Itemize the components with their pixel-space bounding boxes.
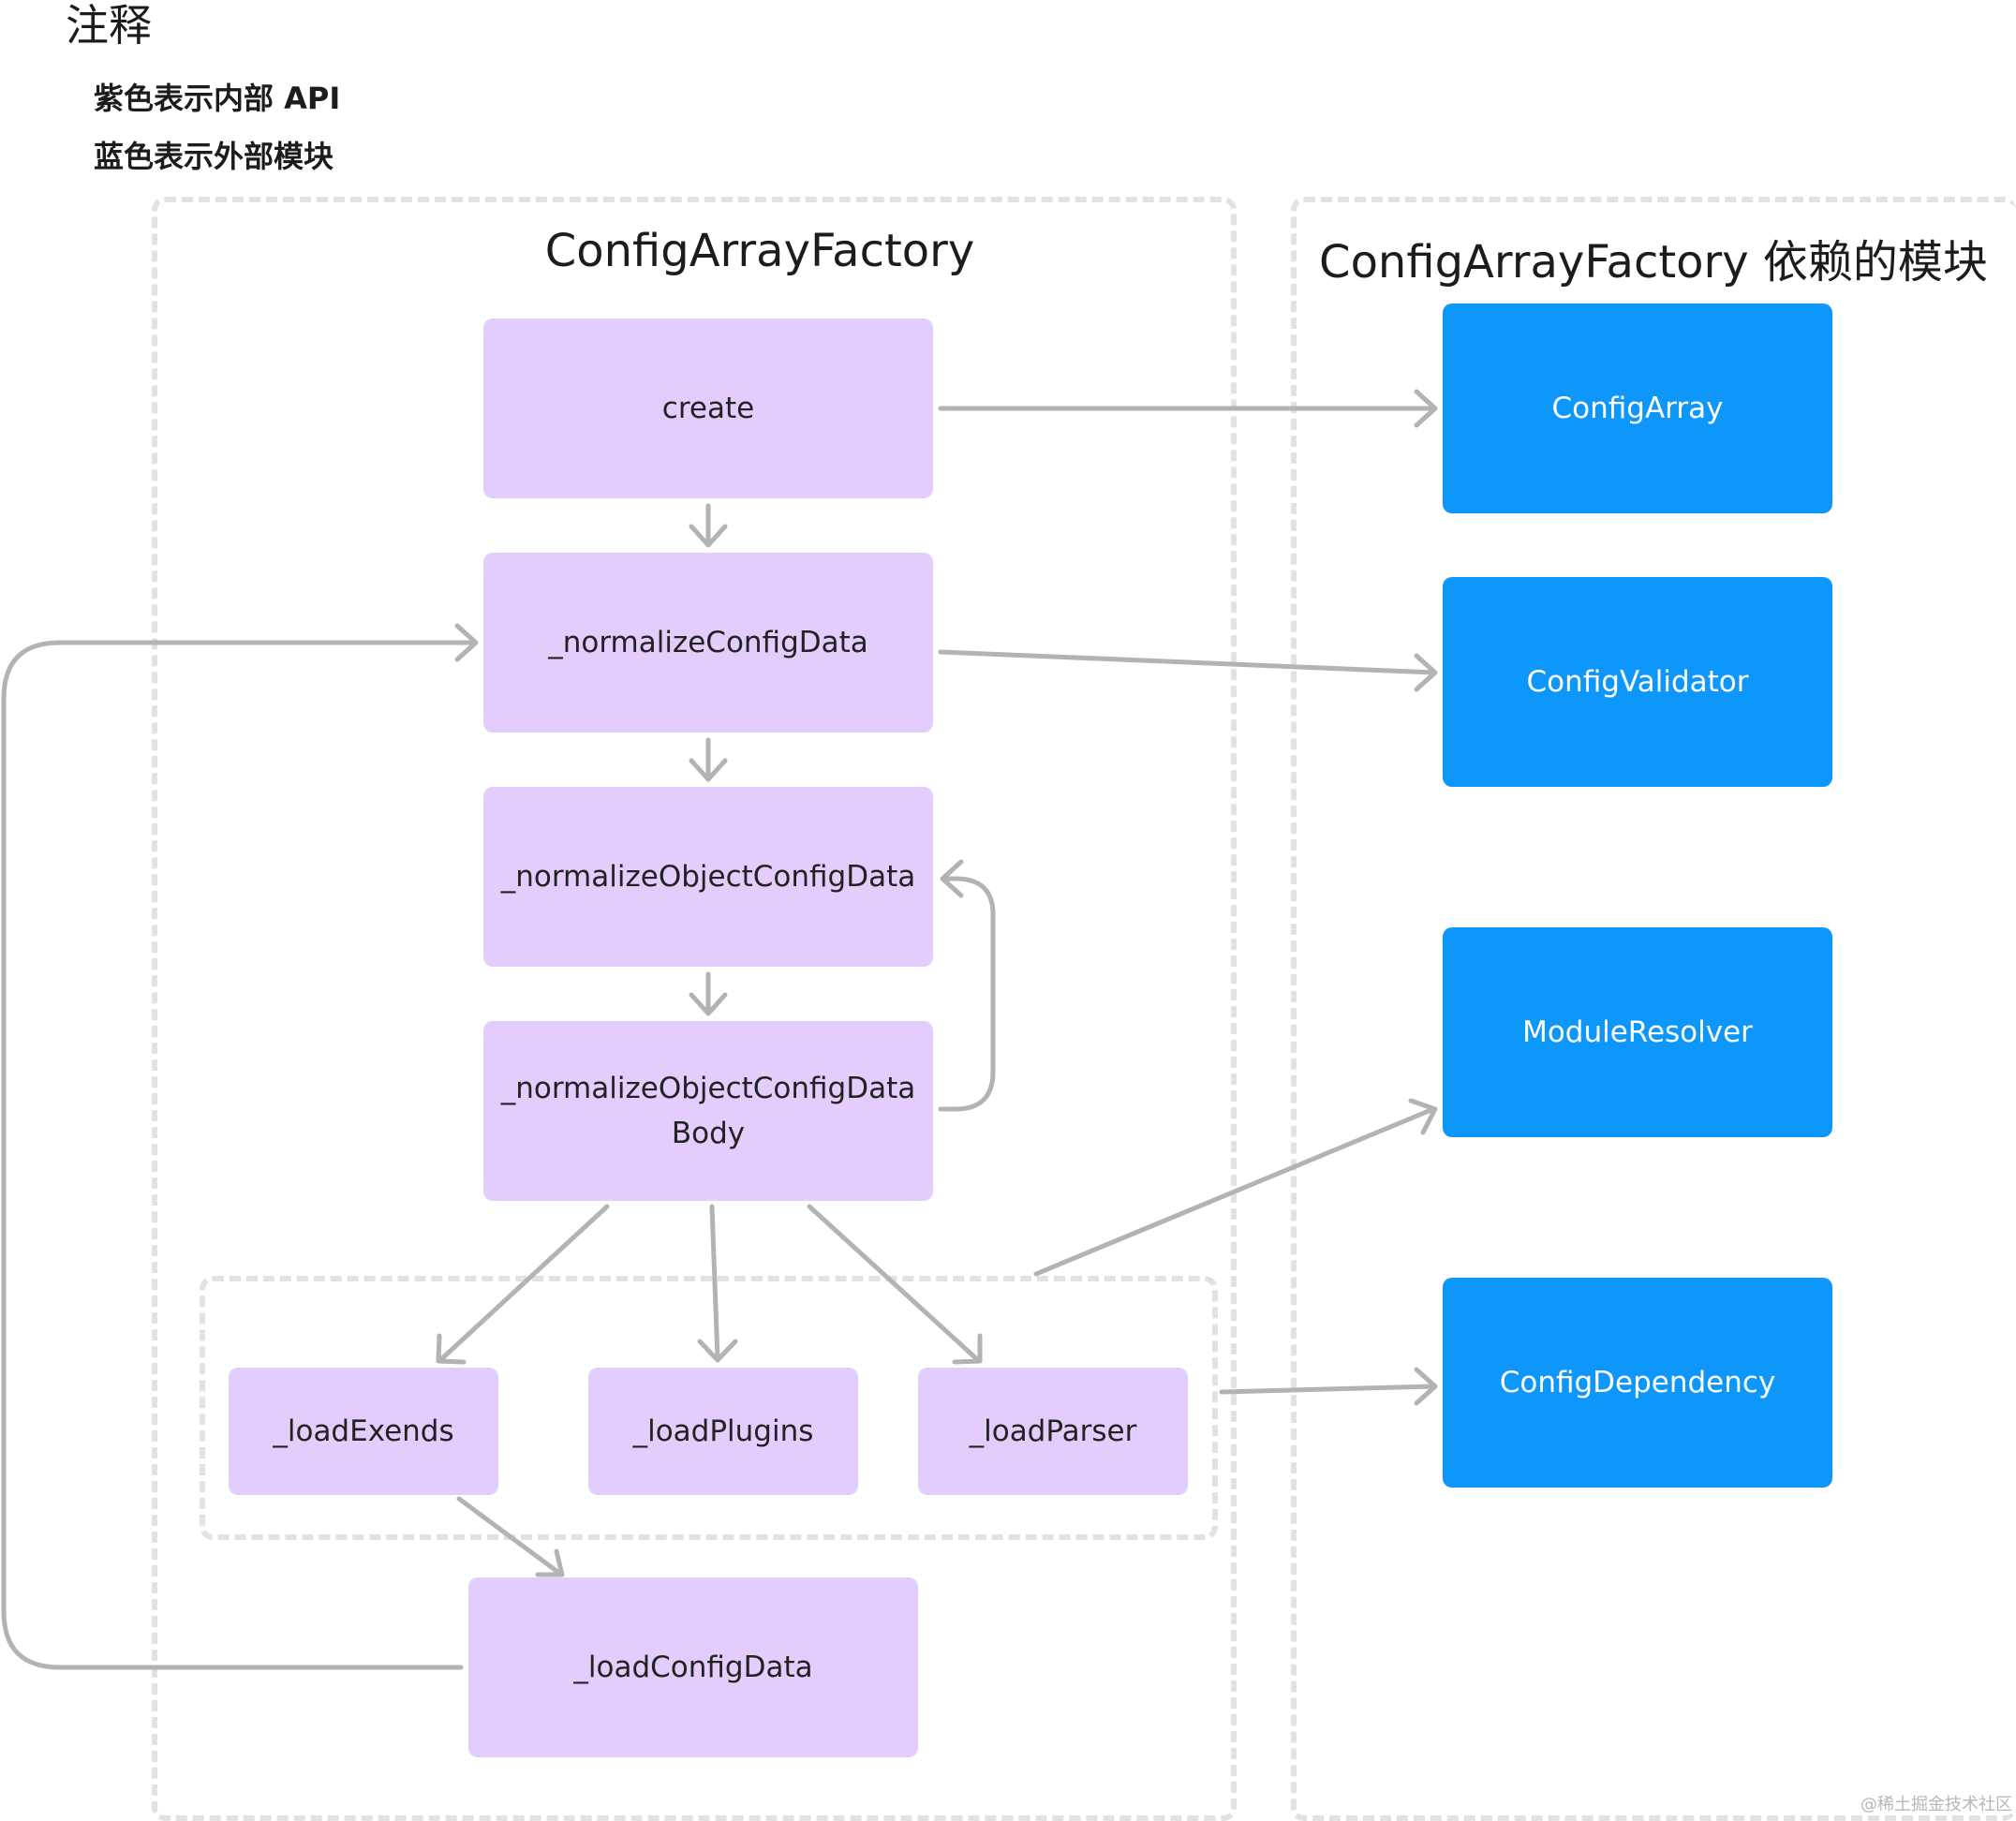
legend-internal-label: 紫色表示内部 API xyxy=(94,81,341,116)
edge-load-config-data-to-normalize xyxy=(1,640,477,1670)
edge-body-to-load-plugins xyxy=(709,1204,720,1361)
legend-title: 注释 xyxy=(66,0,152,51)
node-normalize-object-config-data-body[interactable]: _normalizeObjectConfigData Body xyxy=(483,1021,933,1201)
node-module-resolver[interactable]: ModuleResolver xyxy=(1443,927,1832,1137)
edge-normalize-to-config-validator xyxy=(938,649,1436,675)
edge-load-exends-to-load-config-data xyxy=(456,1496,563,1577)
node-load-parser[interactable]: _loadParser xyxy=(918,1368,1188,1495)
edge-load-config-data-to-normalize-head xyxy=(454,623,479,662)
node-load-plugins[interactable]: _loadPlugins xyxy=(588,1368,858,1495)
edge-body-to-load-parser xyxy=(807,1204,981,1363)
factory-frame-title: ConfigArrayFactory xyxy=(544,225,975,277)
edge-body-loop-to-object xyxy=(938,876,996,1112)
node-config-dependency[interactable]: ConfigDependency xyxy=(1443,1278,1832,1488)
edge-body-loop-to-object-head xyxy=(940,859,964,898)
watermark: @稀土掘金技术社区 xyxy=(1860,1795,2012,1814)
node-config-validator[interactable]: ConfigValidator xyxy=(1443,577,1832,787)
edge-normalize-to-config-validator-head xyxy=(1414,653,1438,692)
node-load-config-data[interactable]: _loadConfigData xyxy=(468,1577,918,1757)
deps-frame xyxy=(1291,197,2016,1821)
node-create[interactable]: create xyxy=(483,318,933,498)
loaders-group-frame xyxy=(200,1276,1218,1540)
edge-create-to-normalize-head xyxy=(689,524,728,548)
edge-group-to-module-resolver xyxy=(1033,1106,1436,1277)
node-load-exends[interactable]: _loadExends xyxy=(229,1368,498,1495)
edge-group-to-config-dependency xyxy=(1219,1384,1436,1395)
legend-external-label: 蓝色表示外部模块 xyxy=(94,139,334,174)
edge-create-to-config-array-head xyxy=(1414,389,1438,428)
edge-body-to-load-plugins-head xyxy=(697,1339,738,1363)
edge-group-to-config-dependency-head xyxy=(1414,1367,1438,1406)
edge-load-exends-to-load-config-data-head xyxy=(535,1548,565,1577)
factory-frame xyxy=(152,197,1237,1821)
deps-frame-title: ConfigArrayFactory 依赖的模块 xyxy=(1319,236,1988,289)
node-config-array[interactable]: ConfigArray xyxy=(1443,304,1832,513)
edge-normalize-to-object-head xyxy=(689,758,728,782)
edge-object-to-body-head xyxy=(689,992,728,1016)
edge-body-to-load-parser-head xyxy=(952,1333,983,1365)
node-normalize-object-config-data[interactable]: _normalizeObjectConfigData xyxy=(483,787,933,967)
node-normalize-config-data[interactable]: _normalizeConfigData xyxy=(483,553,933,733)
edge-body-to-load-exends-head xyxy=(436,1333,467,1365)
edge-group-to-module-resolver-head xyxy=(1408,1098,1438,1135)
edge-body-to-load-exends xyxy=(437,1204,610,1363)
